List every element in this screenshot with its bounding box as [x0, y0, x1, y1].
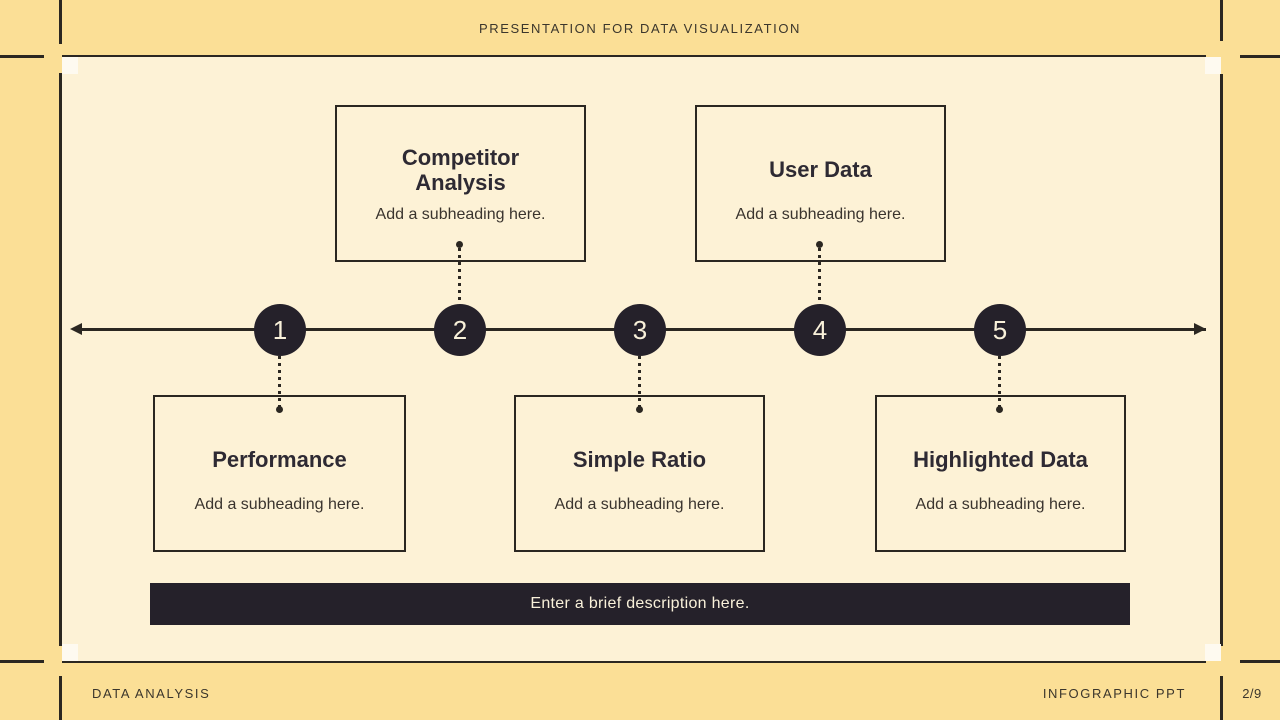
timeline-marker-4: 4: [794, 304, 846, 356]
frame-line-right-lower: [1220, 676, 1223, 720]
step-title[interactable]: Performance: [212, 447, 347, 473]
step-number: 1: [272, 314, 288, 345]
frame-line-top: [62, 55, 1206, 58]
connector-step-5: [998, 356, 1001, 408]
panel-corner-accent: [1205, 57, 1221, 74]
frame-line-bottom: [62, 660, 1206, 663]
description-bar[interactable]: Enter a brief description here.: [150, 583, 1130, 625]
timeline-marker-3: 3: [614, 304, 666, 356]
step-title[interactable]: Competitor Analysis: [401, 144, 520, 195]
arrow-right-icon: [1194, 323, 1206, 335]
frame-line-top-right: [1240, 55, 1280, 58]
connector-dot: [456, 241, 463, 248]
footer-label-right: INFOGRAPHIC PPT: [1042, 686, 1186, 701]
timeline-marker-1: 1: [254, 304, 306, 356]
step-card-simple-ratio[interactable]: Simple Ratio Add a subheading here.: [514, 395, 765, 552]
frame-line-top-left: [0, 55, 44, 58]
footer-label-left: DATA ANALYSIS: [92, 686, 211, 701]
frame-line-right-upper: [1220, 0, 1223, 41]
connector-step-2: [458, 248, 461, 304]
step-number: 3: [632, 314, 648, 345]
frame-line-left-mid: [59, 73, 62, 646]
page-title: PRESENTATION FOR DATA VISUALIZATION: [478, 21, 802, 36]
frame-line-bottom-left: [0, 660, 44, 663]
connector-step-1: [278, 356, 281, 408]
slide-panel: [62, 57, 1220, 661]
step-card-performance[interactable]: Performance Add a subheading here.: [153, 395, 406, 552]
step-title[interactable]: Simple Ratio: [572, 447, 707, 473]
step-subtitle[interactable]: Add a subheading here.: [554, 496, 725, 513]
step-subtitle[interactable]: Add a subheading here.: [735, 206, 906, 223]
frame-line-left-upper: [59, 0, 62, 44]
step-subtitle[interactable]: Add a subheading here.: [915, 496, 1086, 513]
step-card-highlighted-data[interactable]: Highlighted Data Add a subheading here.: [875, 395, 1126, 552]
description-text[interactable]: Enter a brief description here.: [530, 595, 750, 612]
panel-corner-accent: [62, 57, 78, 74]
frame-line-bottom-right: [1240, 660, 1280, 663]
step-number: 2: [452, 314, 468, 345]
timeline-marker-2: 2: [434, 304, 486, 356]
step-card-user-data[interactable]: User Data Add a subheading here.: [695, 105, 946, 262]
step-number: 4: [812, 314, 828, 345]
panel-corner-accent: [62, 644, 78, 661]
panel-corner-accent: [1205, 644, 1221, 661]
connector-dot: [816, 241, 823, 248]
frame-line-left-lower: [59, 676, 62, 720]
step-subtitle[interactable]: Add a subheading here.: [375, 206, 546, 223]
step-subtitle[interactable]: Add a subheading here.: [194, 496, 365, 513]
connector-step-3: [638, 356, 641, 408]
connector-step-4: [818, 248, 821, 304]
step-title[interactable]: User Data: [769, 157, 872, 183]
page-number: 2/9: [1242, 686, 1262, 701]
arrow-left-icon: [70, 323, 82, 335]
timeline-marker-5: 5: [974, 304, 1026, 356]
step-title[interactable]: Highlighted Data: [913, 447, 1088, 473]
connector-dot: [996, 406, 1003, 413]
connector-dot: [636, 406, 643, 413]
frame-line-right-mid: [1220, 74, 1223, 646]
connector-dot: [276, 406, 283, 413]
step-card-competitor-analysis[interactable]: Competitor Analysis Add a subheading her…: [335, 105, 586, 262]
step-number: 5: [992, 314, 1008, 345]
